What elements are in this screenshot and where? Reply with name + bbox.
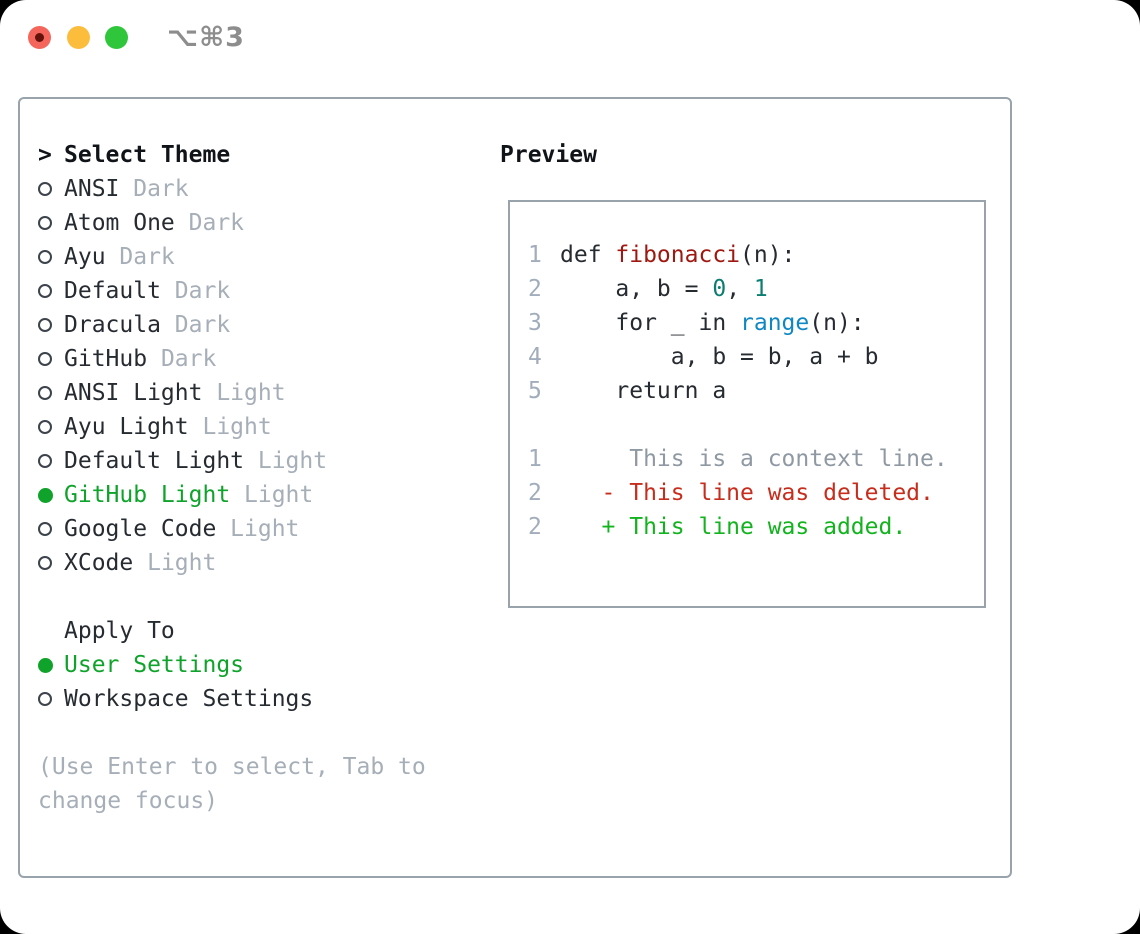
line-number: 4 (528, 344, 542, 370)
number-token: 1 (753, 276, 768, 302)
radio-unselected-icon (38, 522, 64, 536)
apply-option-user-settings[interactable]: User Settings (38, 648, 488, 682)
zoom-button[interactable] (105, 26, 128, 49)
radio-unselected-icon (38, 216, 64, 230)
function-name-token: fibonacci (615, 242, 741, 268)
theme-option-github-dark[interactable]: GitHub Dark (38, 342, 488, 376)
minimize-button[interactable] (67, 26, 90, 49)
radio-unselected-icon (38, 182, 64, 196)
line-number: 1 (528, 446, 542, 472)
radio-unselected-icon (38, 386, 64, 400)
theme-picker-panel: > Select Theme ANSI Dark Atom One Dark A… (18, 97, 1012, 878)
apply-option-workspace-settings[interactable]: Workspace Settings (38, 682, 488, 716)
theme-option-ansi-dark[interactable]: ANSI Dark (38, 172, 488, 206)
code-line: 3 for _ in range (n): (528, 310, 865, 336)
theme-option-xcode[interactable]: XCode Light (38, 546, 488, 580)
apply-to-title: Apply To (64, 618, 175, 644)
preview-code-box: 1 def fibonacci (n): 2 a, b = 0 , 1 3 fo… (508, 200, 986, 608)
select-theme-header: > Select Theme (38, 138, 488, 172)
theme-option-google-code[interactable]: Google Code Light (38, 512, 488, 546)
theme-option-ayu-light[interactable]: Ayu Light Light (38, 410, 488, 444)
theme-option-default-light[interactable]: Default Light Light (38, 444, 488, 478)
number-token: 0 (712, 276, 727, 302)
window-shortcut-label: ⌥⌘3 (167, 22, 245, 53)
radio-unselected-icon (38, 318, 64, 332)
close-button[interactable] (28, 26, 51, 49)
code-line: 5 return a (528, 378, 727, 404)
line-number: 2 (528, 276, 542, 302)
theme-option-dracula-dark[interactable]: Dracula Dark (38, 308, 488, 342)
radio-unselected-icon (38, 250, 64, 264)
radio-unselected-icon (38, 352, 64, 366)
keyboard-hint: (Use Enter to select, Tab to change focu… (38, 754, 426, 814)
blank-line (528, 408, 984, 442)
radio-selected-icon (38, 657, 64, 673)
code-line: 1 def fibonacci (n): (528, 242, 796, 268)
spacer (38, 580, 488, 614)
select-theme-title: Select Theme (64, 142, 231, 168)
line-number: 2 (528, 514, 542, 540)
radio-unselected-icon (38, 284, 64, 298)
theme-option-atom-one-dark[interactable]: Atom One Dark (38, 206, 488, 240)
line-number: 3 (528, 310, 542, 336)
radio-unselected-icon (38, 556, 64, 570)
prompt-icon: > (38, 142, 52, 168)
diff-deleted-line: 2 - This line was deleted. (528, 480, 934, 506)
titlebar: ⌥⌘3 (0, 0, 1140, 75)
radio-unselected-icon (38, 454, 64, 468)
radio-unselected-icon (38, 420, 64, 434)
line-number: 5 (528, 378, 542, 404)
builtin-token: range (740, 310, 810, 336)
preview-column: Preview 1 def fibonacci (n): 2 a, b = 0 … (500, 138, 1000, 608)
code-line: 2 a, b = 0 , 1 (528, 276, 768, 302)
diff-added-line: 2 + This line was added. (528, 514, 907, 540)
theme-list-column: > Select Theme ANSI Dark Atom One Dark A… (38, 138, 488, 818)
theme-option-ansi-light[interactable]: ANSI Light Light (38, 376, 488, 410)
preview-title: Preview (500, 142, 597, 168)
spacer (38, 716, 488, 750)
line-number: 2 (528, 480, 542, 506)
theme-option-default-dark[interactable]: Default Dark (38, 274, 488, 308)
apply-to-header: Apply To (38, 614, 488, 648)
theme-option-github-light[interactable]: GitHub Light Light (38, 478, 488, 512)
theme-option-ayu-dark[interactable]: Ayu Dark (38, 240, 488, 274)
diff-context-line: 1 This is a context line. (528, 446, 948, 472)
radio-unselected-icon (38, 692, 64, 706)
line-number: 1 (528, 242, 542, 268)
code-line: 4 a, b = b, a + b (528, 344, 879, 370)
radio-selected-icon (38, 487, 64, 503)
